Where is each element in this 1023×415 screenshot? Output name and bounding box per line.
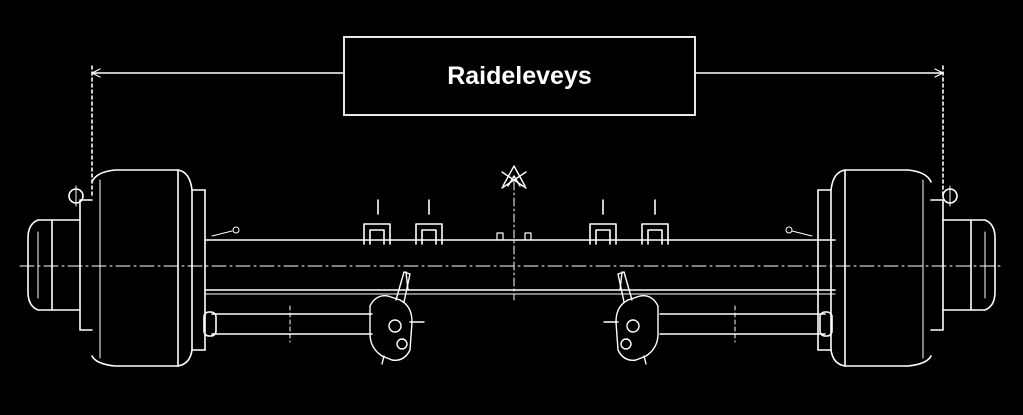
spring-seat-left-outer	[363, 199, 391, 245]
slack-adjuster-left	[369, 271, 425, 365]
axle-beam	[203, 239, 836, 343]
spring-seat-right-inner	[589, 199, 617, 245]
slack-adjuster-right	[603, 271, 659, 365]
center-marker-icon	[501, 165, 527, 189]
diagram-title: Raideleveys	[447, 61, 592, 90]
center-line	[19, 181, 1004, 301]
spring-seat-right-outer	[641, 199, 669, 245]
brake-drum-right	[785, 169, 996, 367]
track-width-dimension	[91, 65, 944, 196]
center-studs	[496, 232, 532, 241]
spring-seat-left-inner	[415, 199, 443, 245]
brake-drum-left	[27, 169, 240, 367]
title-box: Raideleveys	[343, 36, 696, 116]
